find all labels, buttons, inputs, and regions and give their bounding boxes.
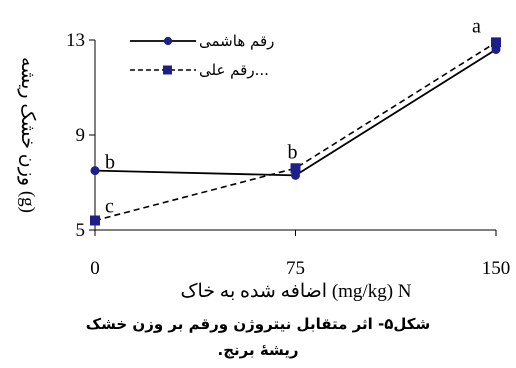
data-label: a — [472, 15, 481, 37]
x-tick-label: 75 — [286, 258, 305, 279]
y-tick-label: 5 — [76, 220, 86, 241]
data-point-series-2 — [90, 215, 100, 226]
legend-label-series-1: رقم هاشمی — [199, 32, 274, 50]
x-tick-label: 0 — [90, 258, 100, 279]
x-ticks: 0 75 150 — [90, 230, 510, 279]
data-point-series-2 — [290, 163, 301, 174]
y-tick-label: 13 — [66, 30, 85, 51]
legend-marker-series-1 — [163, 36, 173, 46]
data-label: b — [288, 141, 298, 163]
x-axis-title: اضافه شده به خاک (mg/kg) N — [180, 281, 411, 302]
figure-caption-line-1: شکل۵- اثر متقابل نیتروژن ورقم بر وزن خشک — [85, 315, 431, 333]
data-point-series-2 — [491, 37, 501, 48]
axes — [94, 40, 496, 231]
series-line-2 — [94, 41, 497, 222]
x-tick-label: 150 — [482, 258, 511, 279]
legend-marker-series-2 — [163, 65, 172, 75]
series-layer — [90, 37, 501, 226]
legend: رقم هاشمی رقم علی... — [130, 32, 274, 79]
legend-label-series-2: رقم علی... — [199, 61, 269, 79]
y-ticks: 5 9 13 — [66, 30, 95, 241]
y-axis-title: وزن خشک ریشه (g) — [17, 57, 38, 213]
figure-caption-line-2: ریشهٔ برنج. — [217, 341, 299, 359]
data-point-series-1 — [90, 166, 100, 176]
data-label: b — [105, 152, 115, 174]
data-label: c — [105, 196, 114, 218]
y-tick-label: 9 — [76, 125, 86, 146]
